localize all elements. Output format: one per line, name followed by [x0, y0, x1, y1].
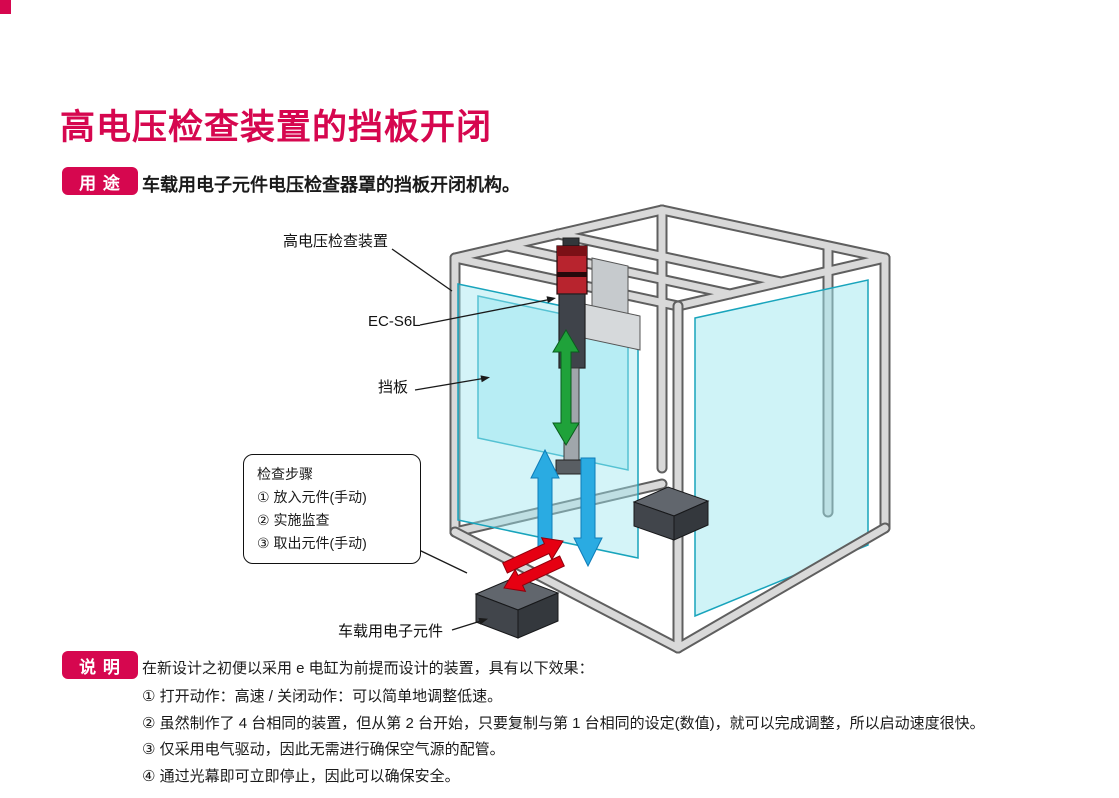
leader-component — [451, 619, 485, 631]
explanation-point-3: ③ 仅采用电气驱动，因此无需进行确保空气源的配管。 — [142, 741, 505, 758]
insert-remove-arrows-red — [502, 537, 565, 592]
callout-title: 检查步骤 — [257, 466, 313, 482]
arrow-down-blue — [573, 457, 603, 568]
inspection-unit-box — [632, 486, 710, 541]
callout-step-2: ② 实施监查 — [257, 512, 330, 528]
right-wall-panel — [694, 279, 869, 618]
explanation-point-1: ① 打开动作：高速 / 关闭动作：可以简单地调整低速。 — [142, 688, 503, 705]
label-shutter: 挡板 — [378, 379, 409, 396]
inspection-steps-callout: 检查步骤 ① 放入元件(手动) ② 实施监查 ③ 取出元件(手动) — [243, 454, 421, 564]
vehicle-component-box — [474, 576, 560, 639]
callout-step-1: ① 放入元件(手动) — [257, 489, 367, 505]
leader-lines — [391, 248, 553, 631]
purpose-text: 车载用电子元件电压检查器罩的挡板开闭机构。 — [142, 175, 520, 195]
explanation-point-4: ④ 通过光幕即可立即停止，因此可以确保安全。 — [142, 767, 460, 785]
callout-step-3: ③ 取出元件(手动) — [257, 535, 367, 551]
leader-shutter — [414, 377, 487, 391]
explanation-points: ① 打开动作：高速 / 关闭动作：可以简单地调整低速。 ② 虽然制作了 4 台相… — [142, 684, 985, 790]
label-high-voltage-device: 高电压检查装置 — [283, 233, 389, 250]
arrow-in-red — [502, 537, 564, 574]
leader-arrowheads — [478, 296, 556, 625]
leader-device — [391, 248, 453, 292]
purpose-badge: 用 途 — [62, 167, 138, 195]
arrow-out-red — [503, 555, 565, 592]
explanation-badge: 说 明 — [62, 651, 138, 679]
actuator-motor-cap — [557, 246, 587, 256]
leader-callout — [418, 549, 468, 574]
stroke-arrow-green — [552, 329, 580, 446]
label-vehicle-component: 车载用电子元件 — [338, 623, 444, 640]
corner-crop-mark — [0, 0, 11, 14]
explanation-point-2: ② 虽然制作了 4 台相同的装置，但从第 2 台开始，只要复制与第 1 台相同的… — [142, 714, 985, 732]
label-ec-s6l: EC-S6L — [368, 313, 421, 330]
page-title: 高电压检查装置的挡板开闭 — [60, 108, 493, 147]
actuator-motor-band — [557, 272, 587, 277]
leader-ec-s6l — [419, 298, 553, 326]
explanation-intro: 在新设计之初便以采用 e 电缸为前提而设计的装置，具有以下效果： — [142, 660, 594, 677]
open-close-arrows-blue — [530, 448, 603, 568]
